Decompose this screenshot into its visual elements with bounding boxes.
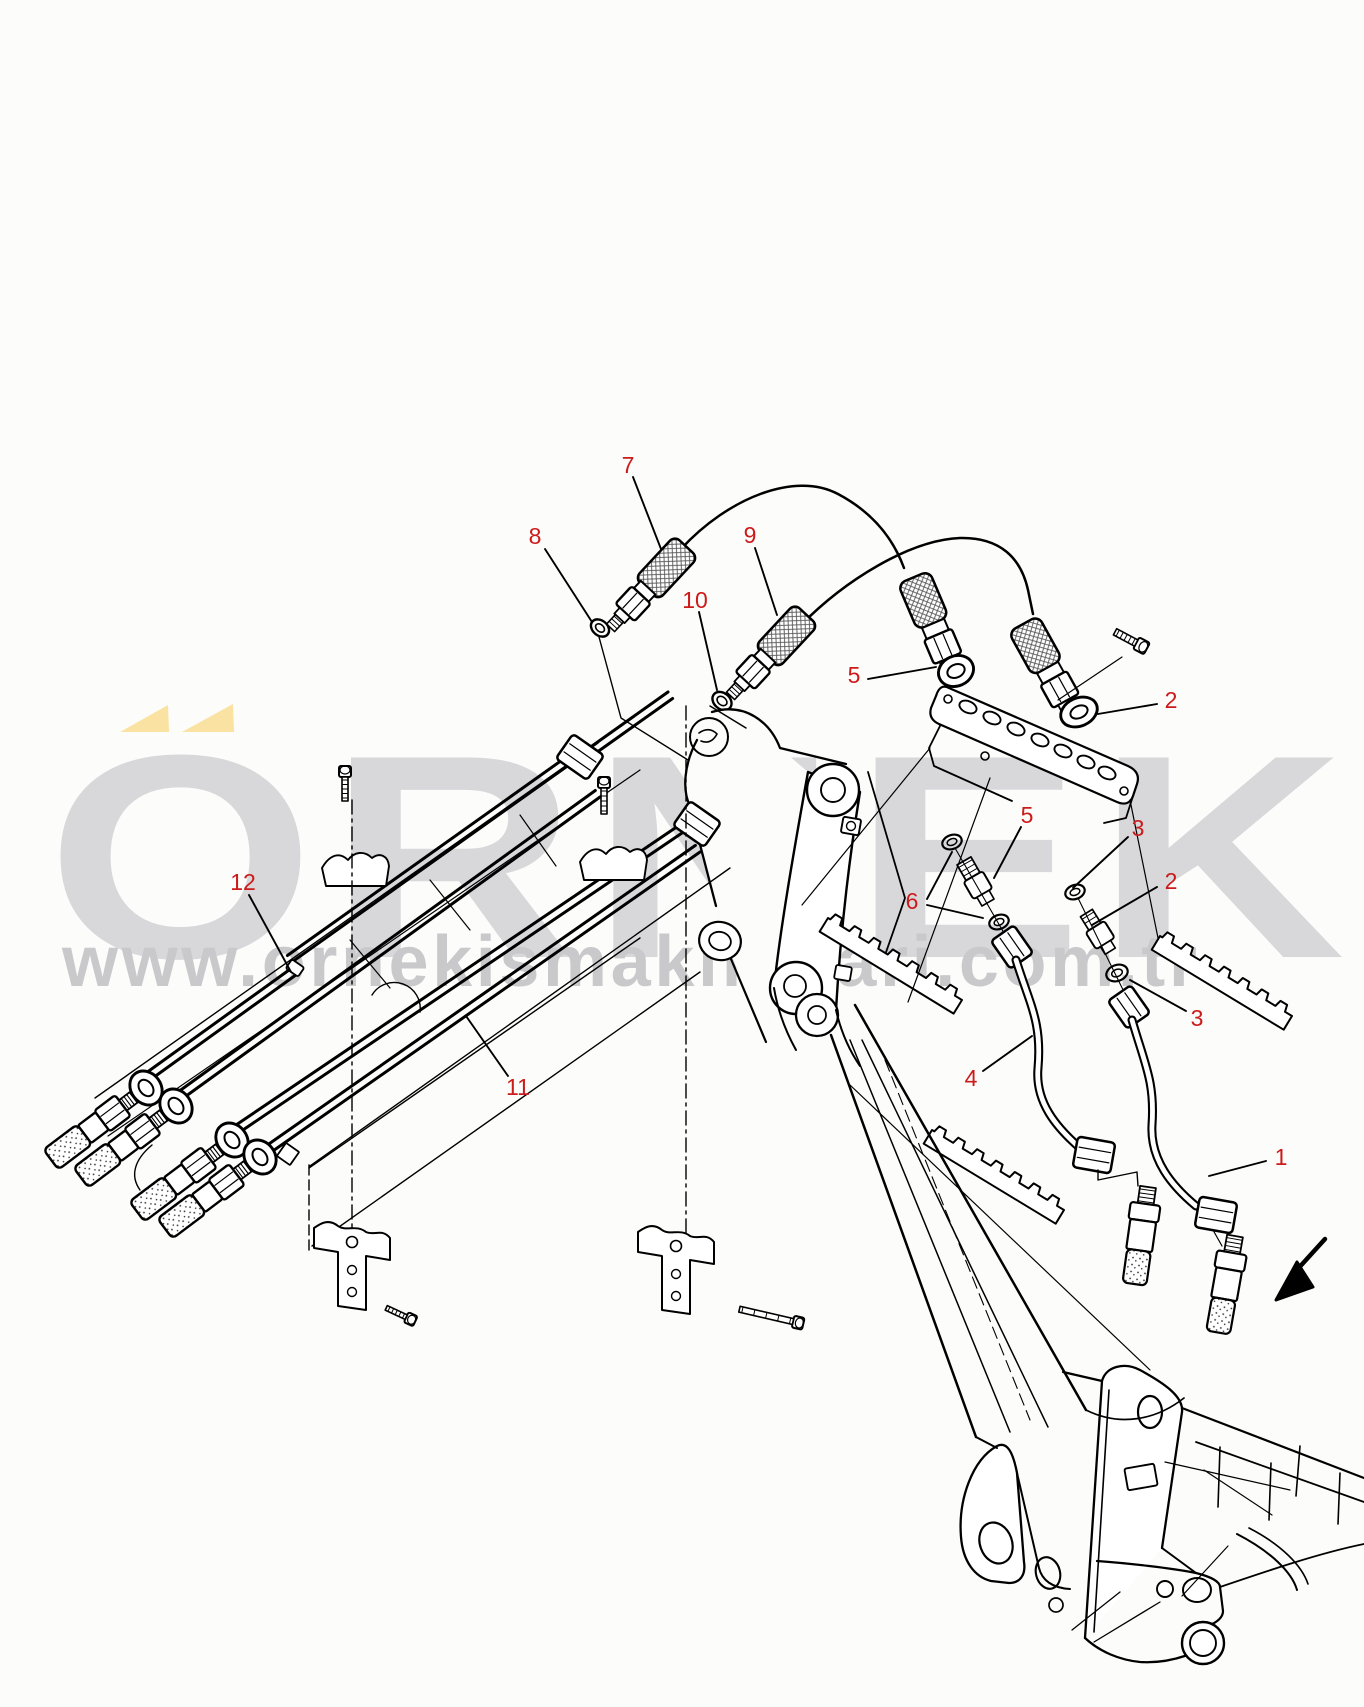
svg-text:1: 1 <box>1275 1144 1288 1170</box>
svg-text:5: 5 <box>848 662 861 688</box>
svg-text:12: 12 <box>230 869 256 895</box>
svg-text:10: 10 <box>682 587 708 613</box>
svg-text:3: 3 <box>1132 815 1145 841</box>
svg-text:2: 2 <box>1165 868 1178 894</box>
svg-text:5: 5 <box>1021 802 1034 828</box>
svg-text:7: 7 <box>622 452 635 478</box>
svg-text:3: 3 <box>1191 1005 1204 1031</box>
svg-text:2: 2 <box>1165 687 1178 713</box>
svg-text:6: 6 <box>906 888 919 914</box>
svg-text:11: 11 <box>506 1074 530 1100</box>
svg-text:9: 9 <box>744 522 757 548</box>
svg-text:8: 8 <box>529 523 542 549</box>
svg-text:4: 4 <box>965 1065 978 1091</box>
